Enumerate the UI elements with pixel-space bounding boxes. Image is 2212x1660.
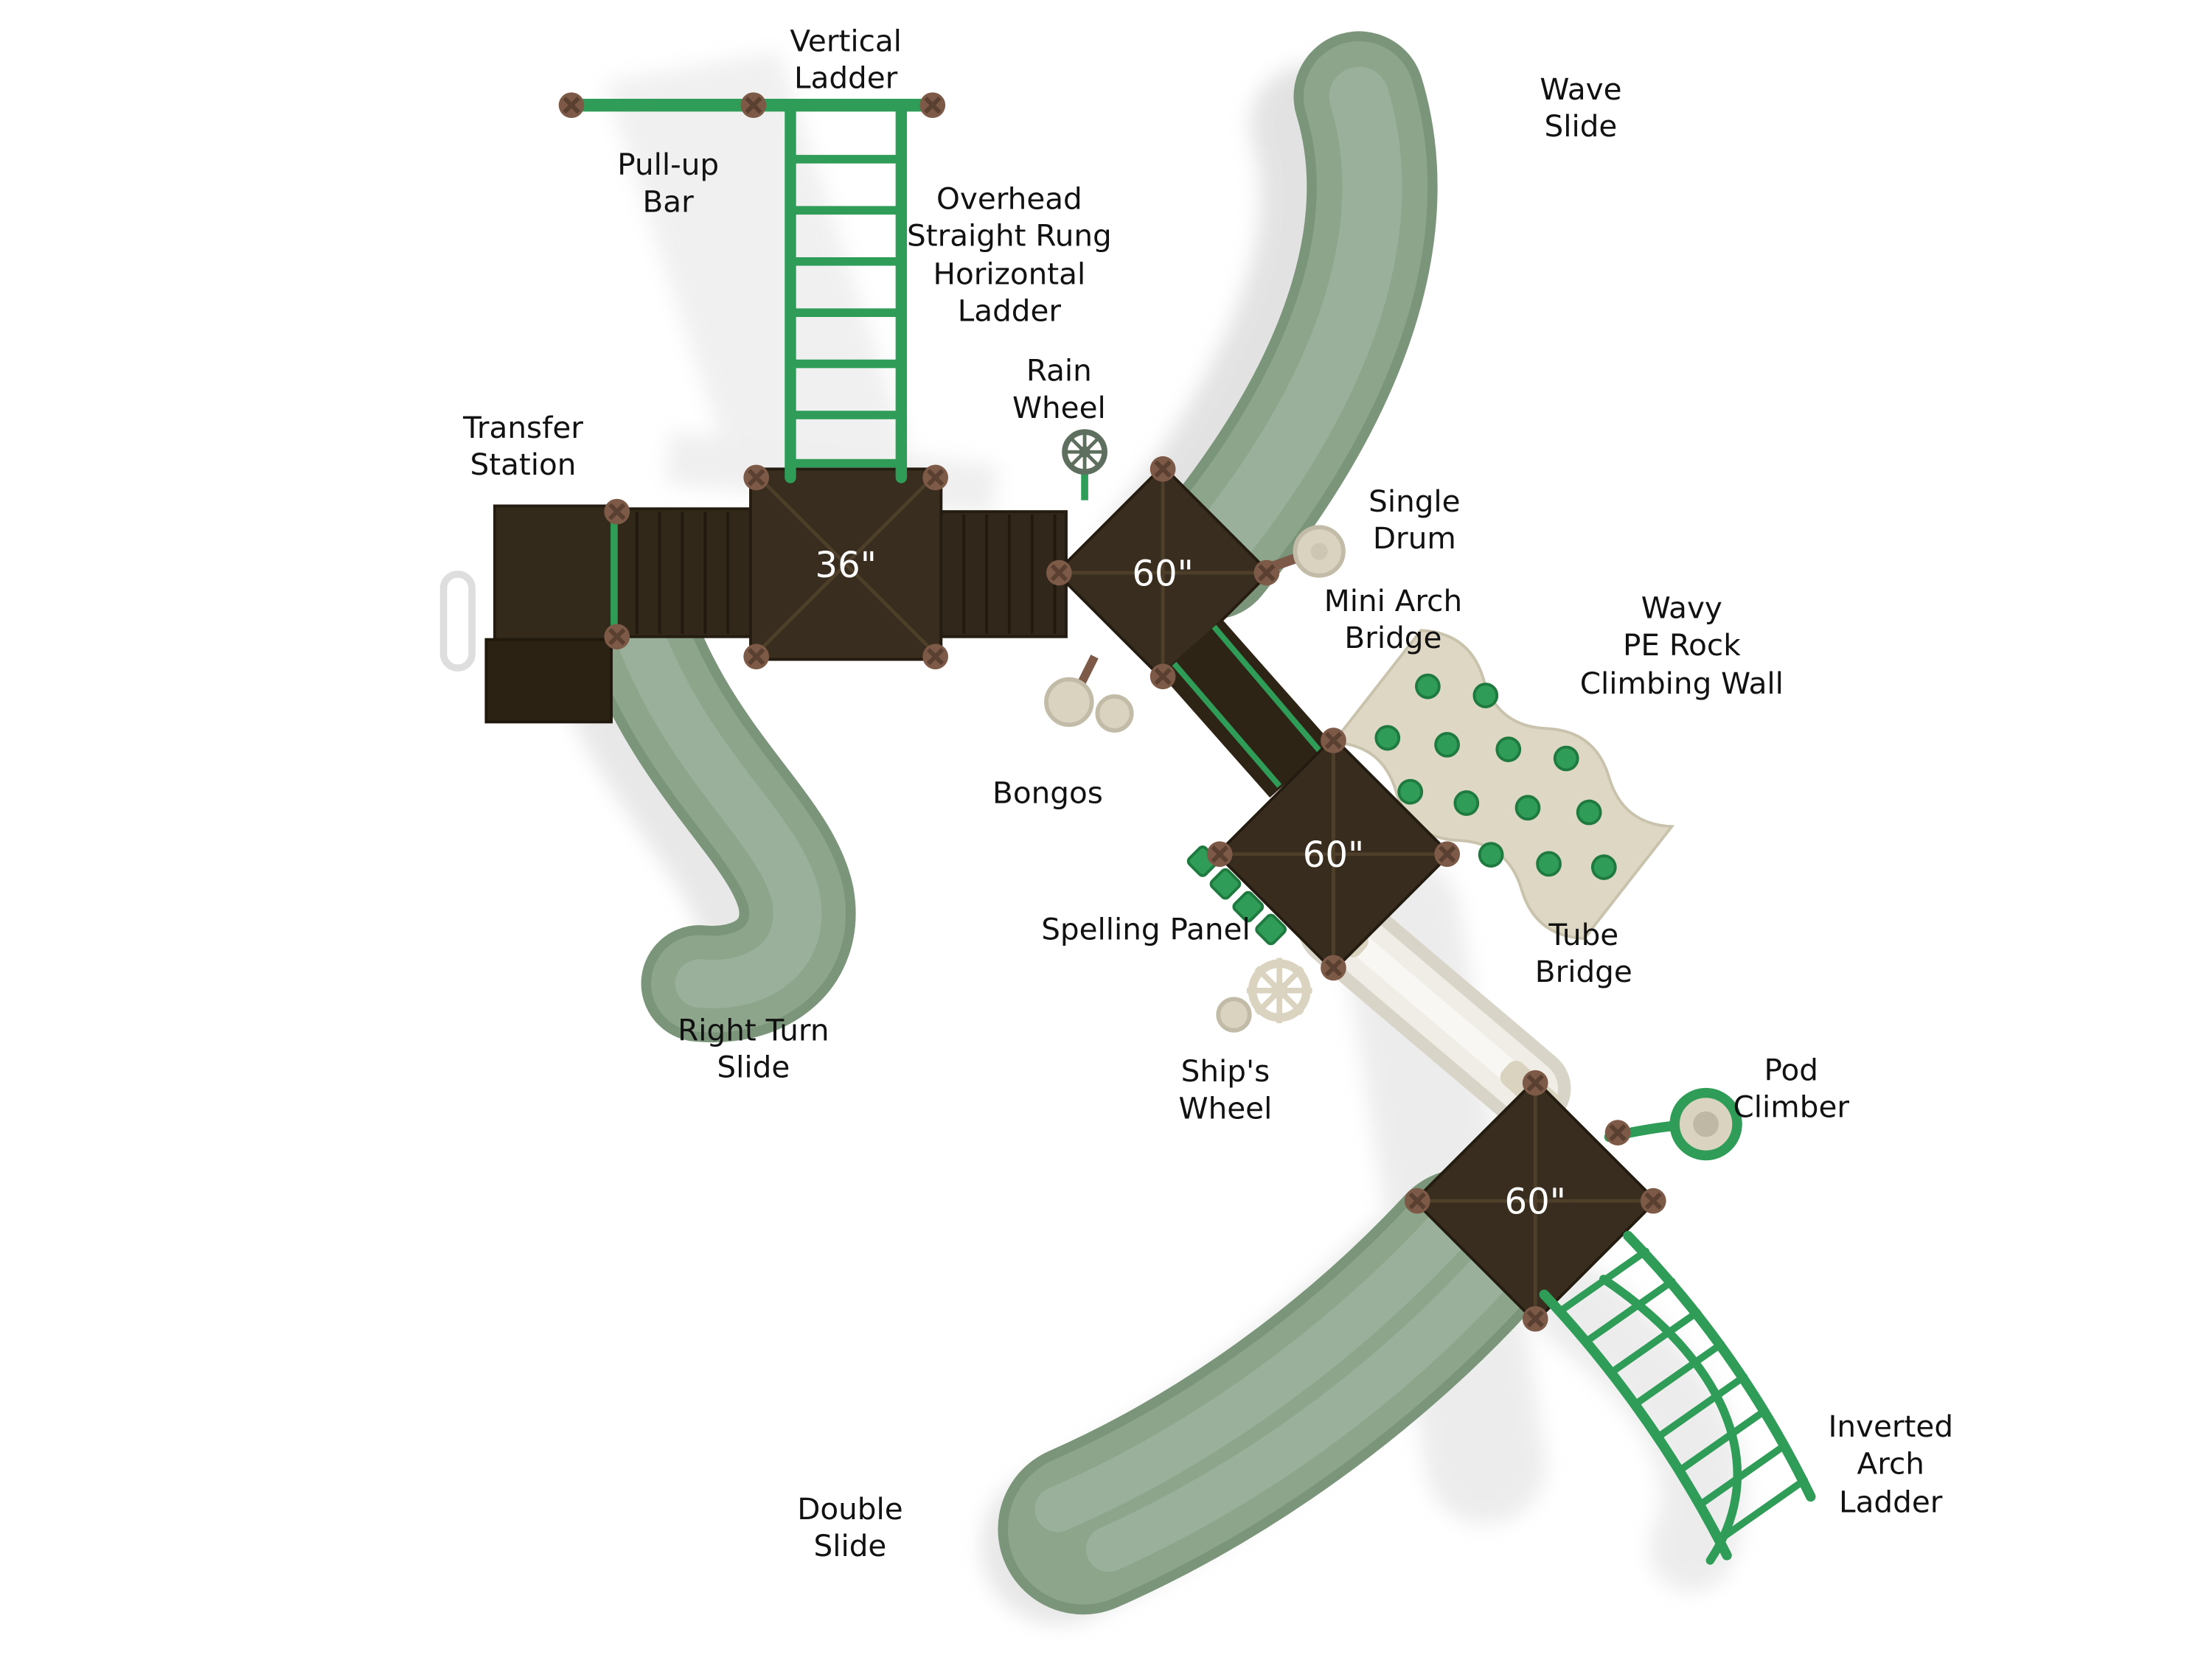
walkway-b [939,510,1068,638]
label-wave-slide: Wave Slide [1540,72,1622,144]
label-wavy-climbing-wall: Wavy PE Rock Climbing Wall [1579,591,1784,700]
right-turn-slide [584,584,856,1043]
label-spelling-panel: Spelling Panel [1041,912,1251,947]
double-slide [998,1168,1553,1615]
rock-holds [1374,673,1617,880]
label-vertical-ladder: Vertical Ladder [790,24,902,96]
deck-36-size-text: 36" [815,545,876,586]
label-rain-wheel: Rain Wheel [1012,354,1106,425]
rain-wheel [1062,429,1107,501]
mini-arch-bridge [1160,619,1332,798]
label-pod-climber: Pod Climber [1733,1053,1850,1125]
label-right-turn-slide: Right Turn Slide [678,1013,830,1085]
deck-60b-size-text: 60" [1303,834,1364,876]
ships-wheel [1216,958,1312,1033]
deck-60-c [1412,1078,1658,1324]
ladder-handrail [1599,1274,1742,1565]
label-tube-bridge: Tube Bridge [1534,918,1632,990]
label-mini-arch-bridge: Mini Arch Bridge [1324,584,1463,656]
label-pull-up-bar: Pull-up Bar [617,147,720,220]
label-transfer-station: Transfer Station [463,411,583,483]
overhead-ladder-rungs [789,155,903,468]
deck-60a-size-text: 60" [1132,553,1193,594]
transfer-station [439,504,616,724]
label-double-slide: Double Slide [797,1492,903,1564]
label-bongos: Bongos [992,775,1103,810]
single-drum [1269,525,1346,578]
wave-slide [1145,31,1438,620]
bongos [1044,655,1134,733]
label-inverted-arch-ladder: Inverted Arch Ladder [1828,1409,1954,1519]
label-overhead-ladder: Overhead Straight Rung Horizontal Ladder [907,181,1112,328]
deck-60c-size-text: 60" [1504,1182,1565,1223]
inverted-arch-ladder [1539,1230,1816,1560]
wavy-climbing-wall [1330,629,1675,941]
vertical-ladder [785,105,908,484]
walkway-a [611,506,752,643]
label-ships-wheel: Ship's Wheel [1178,1054,1273,1126]
label-single-drum: Single Drum [1368,484,1461,557]
main-structure [439,464,1658,1324]
spelling-panel [1186,845,1287,946]
pod-climber [1604,1087,1742,1161]
